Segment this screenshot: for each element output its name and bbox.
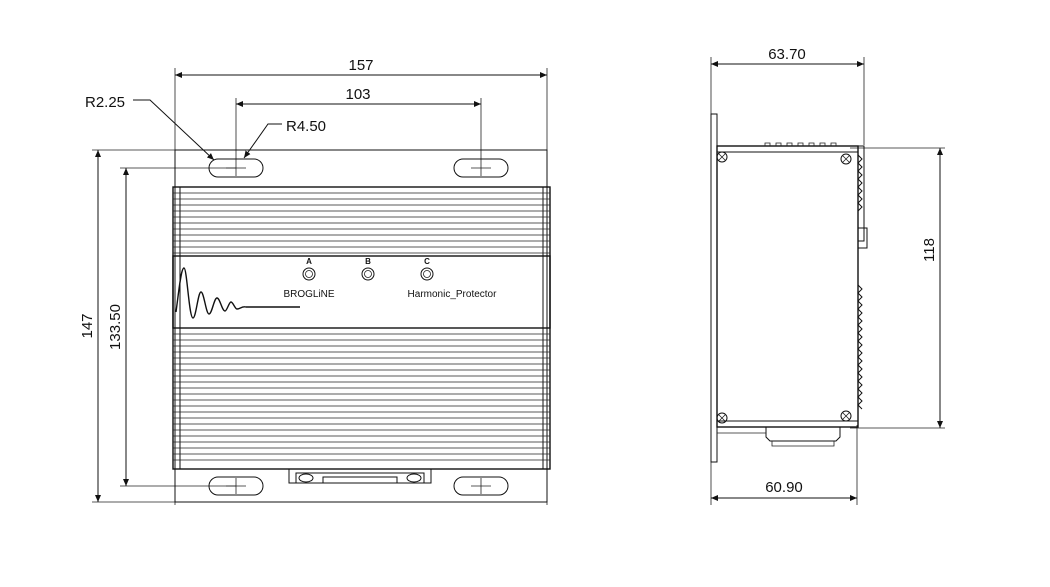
side-back-plate <box>710 113 718 463</box>
mounting-slot-top-left <box>208 158 264 178</box>
side-fin-profile-upper <box>857 154 863 212</box>
led-b-label: B <box>365 257 371 266</box>
dim-width-total-label: 157 <box>348 57 373 74</box>
radius-small-leader <box>133 99 215 161</box>
screw-bottom-right <box>840 410 852 422</box>
side-fin-profile-lower <box>857 284 863 410</box>
led-a-label: A <box>306 257 312 266</box>
screw-top-left <box>716 151 728 163</box>
front-view: 157 103 147 133.50 R2.25 R4.50 <box>79 57 551 505</box>
screw-bottom-left <box>716 412 728 424</box>
dim-radius-small-label: R2.25 <box>85 94 125 111</box>
mounting-slot-top-right <box>453 158 509 178</box>
side-view: 63.70 60.90 118 <box>710 46 945 505</box>
led-b: B <box>361 257 375 281</box>
product-label: Harmonic_Protector <box>408 289 498 300</box>
dim-width-holes-label: 103 <box>345 86 370 103</box>
side-tab <box>857 227 868 249</box>
led-c-label: C <box>424 257 430 266</box>
dim-height-holes-label: 133.50 <box>107 304 124 350</box>
front-label-panel <box>172 255 551 329</box>
bottom-connector <box>288 468 432 484</box>
mounting-slot-bottom-right <box>453 476 509 496</box>
upper-cooling-fins <box>173 192 550 254</box>
damped-wave-logo <box>175 267 300 319</box>
side-top-ribs <box>764 142 837 146</box>
mounting-slot-bottom-left <box>208 476 264 496</box>
lower-cooling-fins <box>173 333 550 461</box>
dim-height-total-label: 147 <box>79 313 96 338</box>
screw-top-right <box>840 153 852 165</box>
brand-label: BROGLiNE <box>283 289 334 300</box>
dim-side-height-label: 118 <box>921 238 938 262</box>
side-rail <box>857 145 865 242</box>
dim-radius-large-label: R4.50 <box>286 118 326 135</box>
mounting-plate <box>174 149 548 503</box>
side-housing <box>716 145 859 428</box>
led-a: A <box>302 257 316 281</box>
led-c: C <box>420 257 434 281</box>
dim-depth-total-label: 63.70 <box>768 46 806 63</box>
dim-depth-body-label: 60.90 <box>765 479 803 496</box>
radius-large-leader <box>243 123 282 159</box>
side-bottom-connector <box>765 427 841 442</box>
